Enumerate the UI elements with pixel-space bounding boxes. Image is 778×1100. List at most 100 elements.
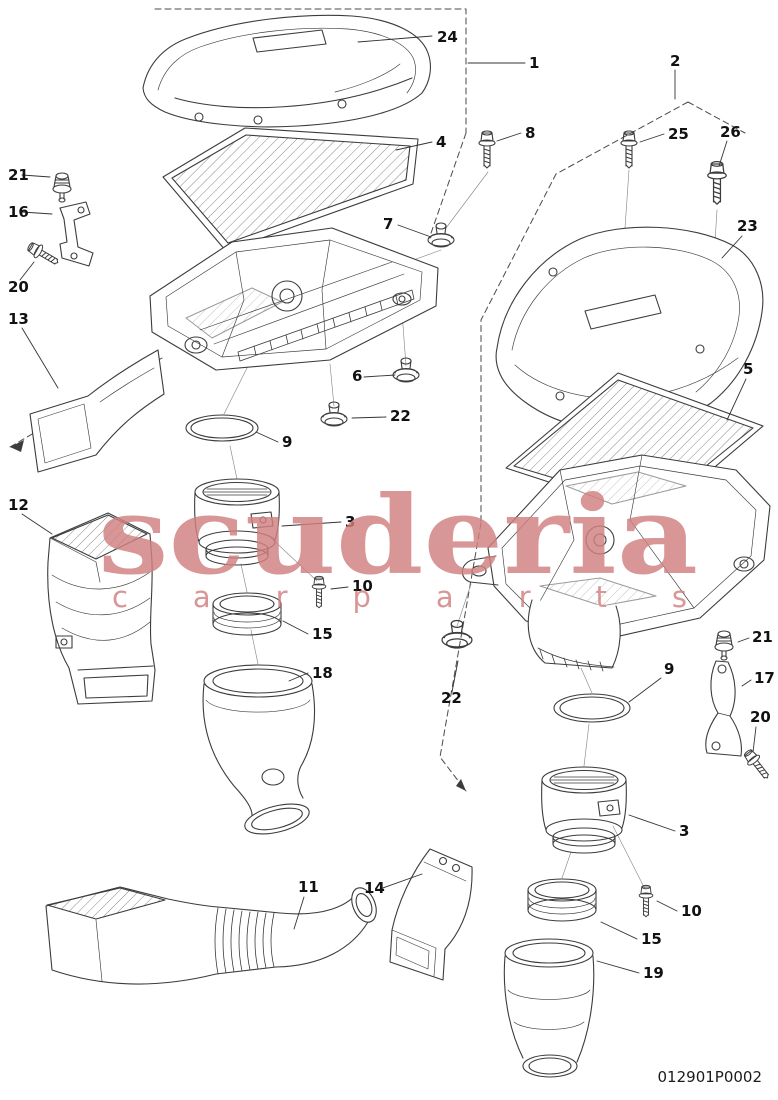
part-mass-airflow-sensor-right bbox=[541, 766, 627, 854]
svg-text:12[interactable]: 12 bbox=[8, 496, 29, 514]
callout-3-left[interactable]: 3 bbox=[281, 513, 355, 531]
callout-11[interactable]: 11 bbox=[293, 878, 319, 930]
svg-text:6[interactable]: 6 bbox=[352, 367, 362, 385]
part-air-duct-11 bbox=[45, 886, 377, 985]
svg-text:15[interactable]: 15 bbox=[312, 625, 333, 643]
callout-26[interactable]: 26 bbox=[718, 123, 741, 167]
part-housing-lower-left bbox=[149, 227, 439, 371]
svg-text:23[interactable]: 23 bbox=[737, 217, 758, 235]
svg-text:14[interactable]: 14 bbox=[364, 879, 385, 897]
part-rubber-mount-21-left bbox=[52, 172, 72, 203]
callout-10-right[interactable]: 10 bbox=[656, 900, 702, 920]
svg-text:3[interactable]: 3 bbox=[679, 822, 689, 840]
part-o-ring-9-right bbox=[553, 693, 631, 723]
svg-text:19[interactable]: 19 bbox=[643, 964, 664, 982]
svg-text:22[interactable]: 22 bbox=[390, 407, 411, 425]
part-grommet-22-right bbox=[441, 619, 473, 649]
callout-20-left[interactable]: 20 bbox=[8, 261, 35, 296]
svg-text:4[interactable]: 4 bbox=[436, 133, 446, 151]
callout-15-left[interactable]: 15 bbox=[282, 620, 333, 643]
assembly-group-borders bbox=[9, 8, 746, 792]
part-grommet-7 bbox=[427, 222, 455, 248]
callout-5[interactable]: 5 bbox=[726, 360, 753, 421]
watermark-subtitle: c a r p a r t s bbox=[112, 580, 687, 614]
callout-19[interactable]: 19 bbox=[596, 960, 664, 982]
part-bolt-20-left bbox=[24, 239, 62, 270]
callout-9-left[interactable]: 9 bbox=[255, 431, 292, 451]
part-o-ring-9-left bbox=[185, 414, 259, 442]
part-coupling-ring-15-right bbox=[527, 878, 597, 922]
callout-6[interactable]: 6 bbox=[352, 367, 396, 385]
callout-1[interactable]: 1 bbox=[467, 54, 539, 72]
callout-25[interactable]: 25 bbox=[639, 125, 689, 143]
callout-2[interactable]: 2 bbox=[670, 52, 680, 100]
svg-text:22[interactable]: 22 bbox=[441, 689, 462, 707]
svg-text:11[interactable]: 11 bbox=[298, 878, 319, 896]
part-filter-element-left bbox=[162, 127, 419, 252]
svg-text:3[interactable]: 3 bbox=[345, 513, 355, 531]
part-bolt-8 bbox=[478, 130, 496, 169]
svg-text:24[interactable]: 24 bbox=[437, 28, 458, 46]
part-air-duct-14 bbox=[389, 848, 473, 981]
part-air-cleaner-cover-left bbox=[142, 14, 431, 128]
callout-17[interactable]: 17 bbox=[741, 669, 775, 687]
svg-text:20[interactable]: 20 bbox=[8, 278, 29, 296]
svg-text:7[interactable]: 7 bbox=[383, 215, 393, 233]
part-bracket-16 bbox=[59, 201, 94, 267]
callout-15-right[interactable]: 15 bbox=[600, 921, 662, 948]
callout-8[interactable]: 8 bbox=[496, 124, 535, 142]
svg-text:9[interactable]: 9 bbox=[664, 660, 674, 678]
callout-21-left[interactable]: 21 bbox=[8, 166, 51, 184]
svg-text:13[interactable]: 13 bbox=[8, 310, 29, 328]
callouts: 24 1 4 8 7 2 25 26 23 5 6 22 9 13 12 21 … bbox=[8, 28, 775, 982]
svg-text:10[interactable]: 10 bbox=[681, 902, 702, 920]
part-rubber-mount-21-right bbox=[714, 630, 734, 661]
svg-text:5[interactable]: 5 bbox=[743, 360, 753, 378]
svg-text:21[interactable]: 21 bbox=[8, 166, 29, 184]
part-bolt-10-right bbox=[638, 884, 654, 918]
watermark-title: scuderia bbox=[98, 473, 698, 599]
part-air-cleaner-cover-right bbox=[495, 226, 764, 430]
svg-text:16[interactable]: 16 bbox=[8, 203, 29, 221]
callout-21-right[interactable]: 21 bbox=[737, 628, 773, 646]
callout-20-right[interactable]: 20 bbox=[750, 708, 771, 753]
watermark: scuderia c a r p a r t s bbox=[98, 473, 698, 614]
svg-text:18[interactable]: 18 bbox=[312, 664, 333, 682]
svg-text:9[interactable]: 9 bbox=[282, 433, 292, 451]
callout-4[interactable]: 4 bbox=[395, 133, 446, 151]
svg-text:17[interactable]: 17 bbox=[754, 669, 775, 687]
part-bracket-17 bbox=[705, 660, 742, 757]
part-air-duct-13 bbox=[29, 349, 165, 473]
svg-text:15[interactable]: 15 bbox=[641, 930, 662, 948]
callout-22-left[interactable]: 22 bbox=[351, 407, 411, 425]
svg-text:2[interactable]: 2 bbox=[670, 52, 680, 70]
callout-12[interactable]: 12 bbox=[8, 496, 53, 535]
part-grommet-6 bbox=[392, 357, 420, 383]
callout-16[interactable]: 16 bbox=[8, 203, 53, 221]
callout-24[interactable]: 24 bbox=[357, 28, 458, 46]
callout-18[interactable]: 18 bbox=[288, 664, 333, 682]
svg-text:1[interactable]: 1 bbox=[529, 54, 539, 72]
projection-lines bbox=[223, 169, 718, 890]
diagram-code: 012901P0002 bbox=[658, 1068, 762, 1086]
svg-text:10[interactable]: 10 bbox=[352, 577, 373, 595]
part-bolt-20-right bbox=[740, 746, 774, 783]
callout-9-right[interactable]: 9 bbox=[628, 660, 674, 703]
svg-text:21[interactable]: 21 bbox=[752, 628, 773, 646]
callout-22-right[interactable]: 22 bbox=[441, 660, 462, 707]
svg-text:25[interactable]: 25 bbox=[668, 125, 689, 143]
callout-14[interactable]: 14 bbox=[364, 873, 423, 897]
part-bolt-26 bbox=[707, 161, 727, 205]
callout-3-right[interactable]: 3 bbox=[628, 814, 689, 840]
callout-10-left[interactable]: 10 bbox=[330, 577, 373, 595]
svg-text:26[interactable]: 26 bbox=[720, 123, 741, 141]
svg-text:20[interactable]: 20 bbox=[750, 708, 771, 726]
callout-13[interactable]: 13 bbox=[8, 310, 59, 389]
part-air-duct-12 bbox=[47, 512, 156, 705]
callout-7[interactable]: 7 bbox=[383, 215, 432, 238]
part-housing-lower-right bbox=[461, 454, 771, 672]
svg-text:8[interactable]: 8 bbox=[525, 124, 535, 142]
callout-23[interactable]: 23 bbox=[721, 217, 758, 259]
